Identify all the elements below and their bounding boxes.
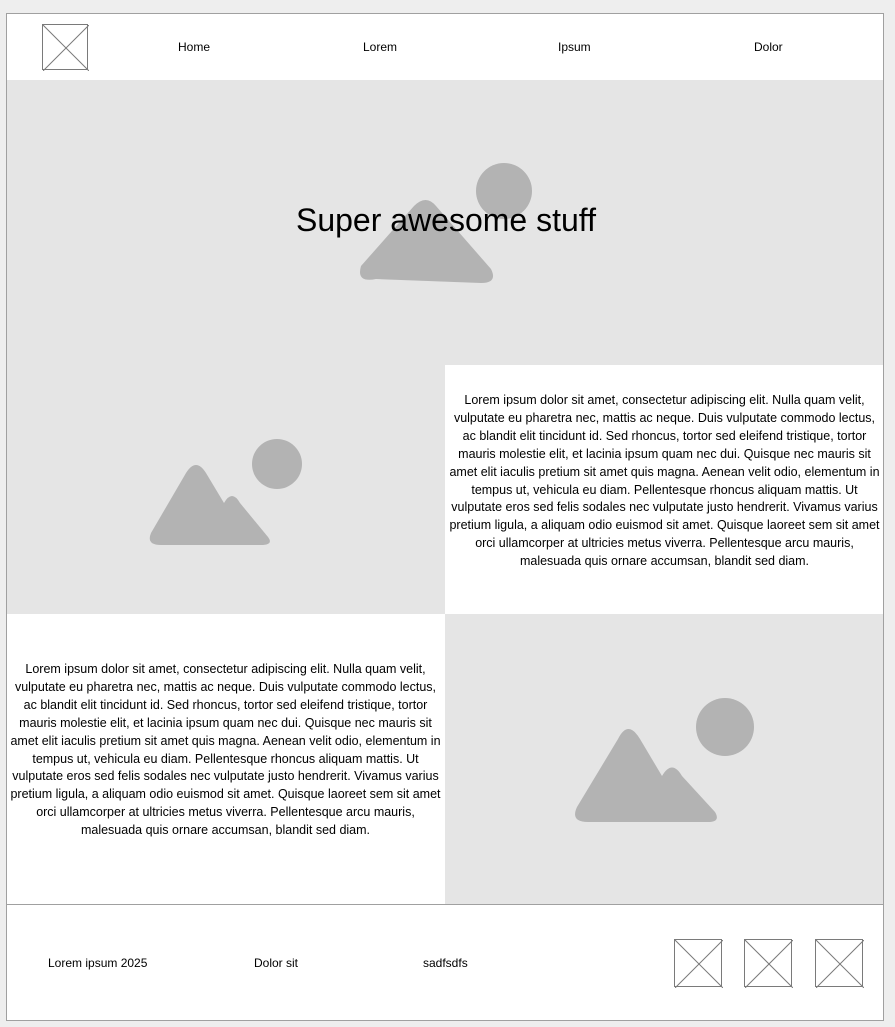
feature-paragraph-2: Lorem ipsum dolor sit amet, consectetur … [10, 662, 441, 838]
feature-text-1: Lorem ipsum dolor sit amet, consectetur … [445, 365, 884, 614]
image-placeholder-icon [575, 698, 754, 822]
nav-home-link[interactable]: Home [178, 40, 211, 54]
footer-link-dolor-sit[interactable]: Dolor sit [254, 956, 299, 970]
feature-paragraph-1: Lorem ipsum dolor sit amet, consectetur … [449, 393, 880, 569]
content-border-right [883, 365, 884, 904]
social-icon-2[interactable] [744, 939, 793, 988]
nav-dolor-link[interactable]: Dolor [754, 40, 783, 54]
social-icon-3[interactable] [815, 939, 864, 988]
content-border-left [6, 365, 7, 904]
site-header: Home Lorem Ipsum Dolor [6, 13, 884, 81]
hero-banner: Super awesome stuff [6, 80, 884, 365]
social-icon-1[interactable] [674, 939, 723, 988]
logo-placeholder-icon[interactable] [42, 24, 89, 71]
footer-copyright: Lorem ipsum 2025 [48, 956, 148, 970]
feature-image-1 [6, 365, 445, 614]
hero-title: Super awesome stuff [295, 202, 596, 238]
page-frame: Home Lorem Ipsum Dolor Super awesome stu… [6, 13, 884, 1021]
site-footer: Lorem ipsum 2025 Dolor sit sadfsdfs [6, 904, 884, 1021]
image-placeholder-icon [360, 163, 532, 283]
nav-ipsum-link[interactable]: Ipsum [558, 40, 591, 54]
feature-image-2 [445, 614, 884, 904]
image-placeholder-icon [149, 439, 302, 545]
nav-lorem-link[interactable]: Lorem [363, 40, 398, 54]
feature-text-2: Lorem ipsum dolor sit amet, consectetur … [6, 614, 445, 904]
footer-link-sadfsdfs[interactable]: sadfsdfs [423, 956, 468, 970]
